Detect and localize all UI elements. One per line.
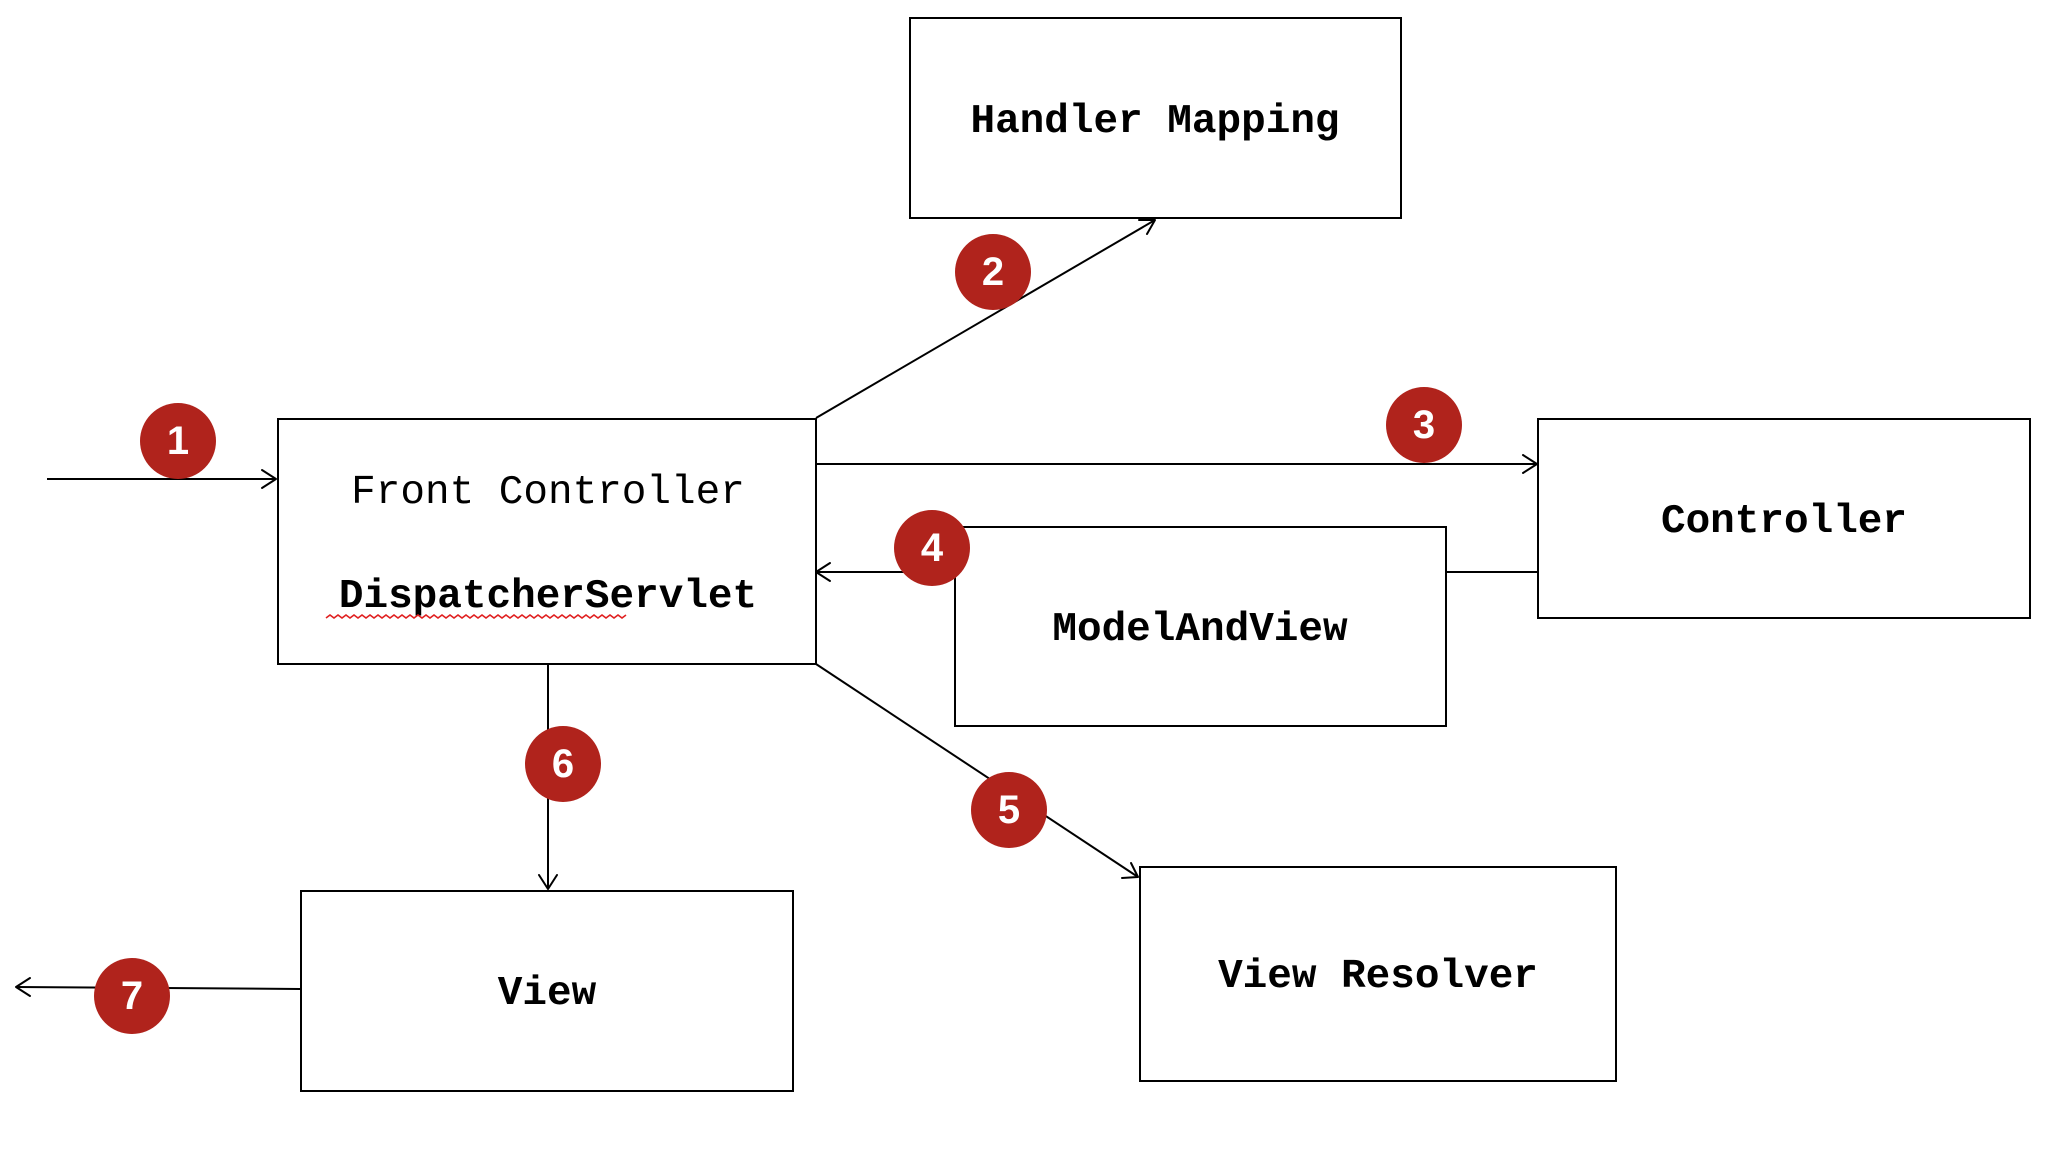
controller-label: Controller xyxy=(1661,499,1907,545)
step-number-4: 4 xyxy=(921,526,944,570)
step-badge-6: 6 xyxy=(525,726,601,802)
step-number-7: 7 xyxy=(121,974,143,1018)
step-number-1: 1 xyxy=(167,419,189,463)
box-view: View xyxy=(300,890,794,1092)
step-badge-5: 5 xyxy=(971,772,1047,848)
model-and-view-label: ModelAndView xyxy=(1052,607,1348,653)
handler-mapping-label: Handler Mapping xyxy=(970,99,1339,145)
box-front-controller: Front Controller DispatcherServlet xyxy=(277,418,817,665)
front-controller-subtitle: Front Controller xyxy=(351,470,745,516)
box-model-and-view: ModelAndView xyxy=(954,526,1447,727)
step-number-3: 3 xyxy=(1413,403,1435,447)
dispatcher-servlet-title: DispatcherServlet xyxy=(339,574,757,620)
connector-to-handler-mapping xyxy=(815,219,1156,419)
step-badge-3: 3 xyxy=(1386,387,1462,463)
step-badge-1: 1 xyxy=(140,403,216,479)
step-badge-7: 7 xyxy=(94,958,170,1034)
box-handler-mapping: Handler Mapping xyxy=(909,17,1402,219)
arrowhead-request-in xyxy=(261,469,277,489)
step-badge-2: 2 xyxy=(955,234,1031,310)
arrowhead-to-view xyxy=(538,874,558,890)
connector-to-view-resolver xyxy=(815,663,1139,878)
step-number-6: 6 xyxy=(552,742,574,786)
spellcheck-underline xyxy=(325,614,627,619)
view-resolver-label: View Resolver xyxy=(1218,954,1538,1000)
view-label: View xyxy=(498,971,597,1017)
box-controller: Controller xyxy=(1537,418,2031,619)
arrowhead-to-view-resolver xyxy=(1121,862,1139,879)
arrowhead-response-out xyxy=(15,977,31,997)
step-number-5: 5 xyxy=(998,788,1020,832)
step-number-2: 2 xyxy=(982,250,1004,294)
arrowhead-to-handler-mapping xyxy=(1138,219,1156,235)
step-badge-4: 4 xyxy=(894,510,970,586)
box-view-resolver: View Resolver xyxy=(1139,866,1617,1082)
